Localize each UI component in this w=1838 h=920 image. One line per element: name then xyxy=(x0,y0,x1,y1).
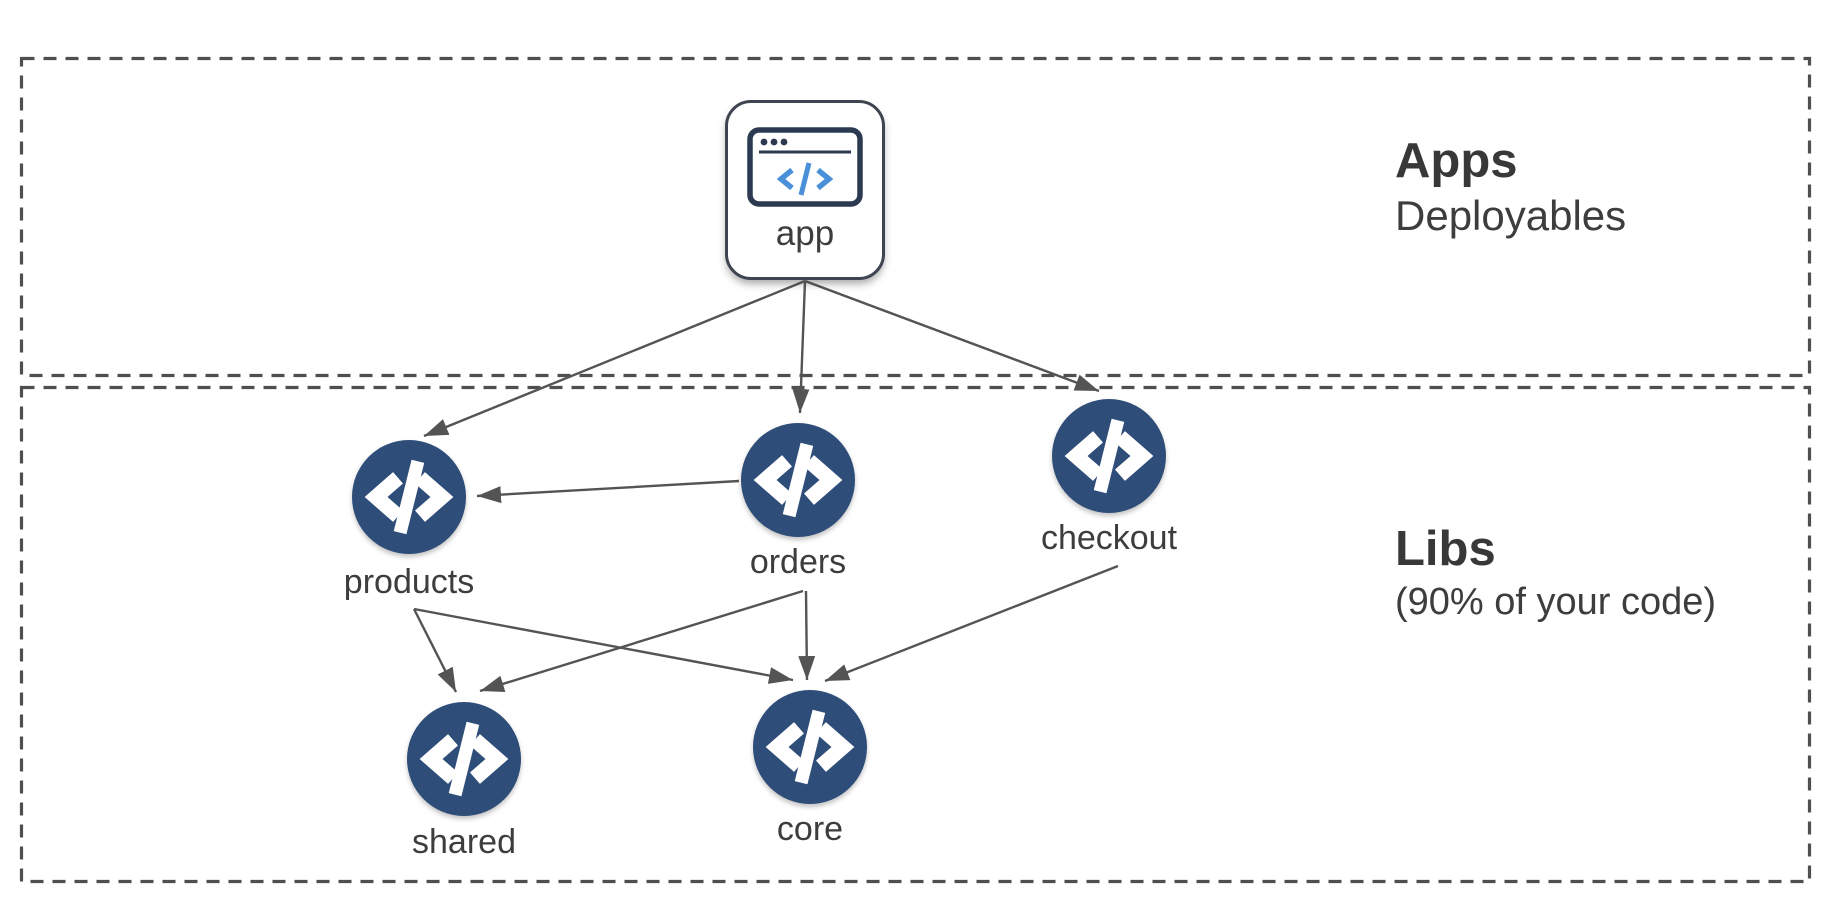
code-glyph xyxy=(776,162,834,196)
apps-section-title: Apps xyxy=(1395,134,1518,188)
edge-app-orders xyxy=(792,280,810,414)
browser-window-icon xyxy=(747,127,863,207)
dependency-edges xyxy=(412,279,1119,693)
code-icon xyxy=(364,459,454,535)
edge-products-core xyxy=(413,607,794,684)
node-orders[interactable] xyxy=(741,423,855,537)
node-core[interactable] xyxy=(753,690,867,804)
node-core-label: core xyxy=(776,810,844,848)
libs-section-subtitle: (90% of your code) xyxy=(1395,581,1717,623)
libs-section-label: Libs (90% of your code) xyxy=(1395,520,1716,626)
node-app[interactable]: app xyxy=(725,100,885,280)
libs-section-title: Libs xyxy=(1395,522,1496,576)
libs-section-border xyxy=(19,385,1812,884)
node-app-label: app xyxy=(775,214,835,253)
node-products-label: products xyxy=(343,563,475,601)
edge-app-checkout xyxy=(804,279,1100,393)
node-shared-label: shared xyxy=(412,823,516,861)
code-icon xyxy=(1064,418,1154,494)
edge-app-products xyxy=(423,279,806,438)
node-orders-label: orders xyxy=(749,543,847,581)
apps-section-label: Apps Deployables xyxy=(1395,132,1626,242)
code-icon xyxy=(419,721,509,797)
edge-orders-core xyxy=(798,590,816,681)
node-checkout-label: checkout xyxy=(1040,519,1178,557)
edge-orders-shared xyxy=(479,589,804,693)
edge-orders-products xyxy=(476,479,740,504)
code-icon xyxy=(765,709,855,785)
edge-products-shared xyxy=(412,608,458,693)
apps-section-subtitle: Deployables xyxy=(1395,192,1627,239)
node-shared[interactable] xyxy=(407,702,521,816)
edge-checkout-core xyxy=(824,564,1119,683)
apps-section-border xyxy=(19,56,1812,378)
code-icon xyxy=(753,442,843,518)
node-products[interactable] xyxy=(352,440,466,554)
node-checkout[interactable] xyxy=(1052,399,1166,513)
